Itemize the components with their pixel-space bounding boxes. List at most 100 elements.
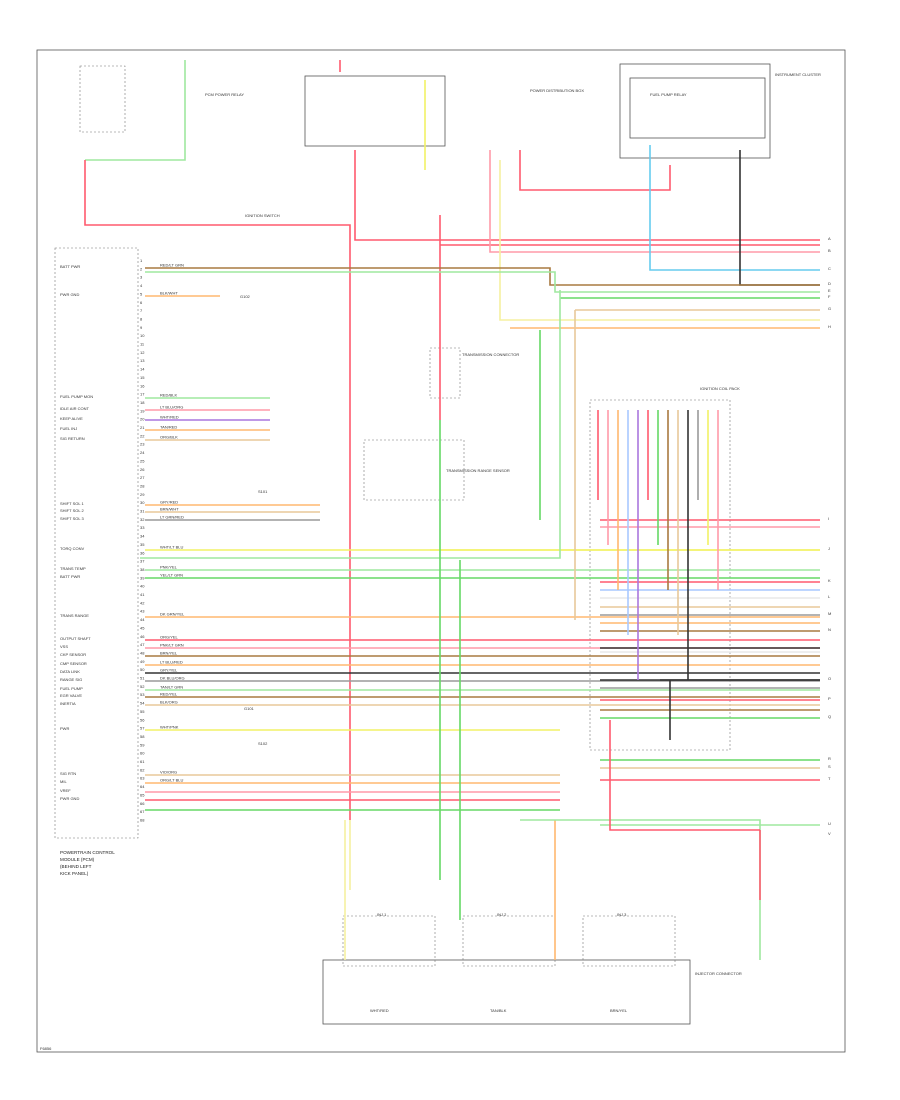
top-left-component: [79, 65, 126, 133]
pcm-pin-number: 7: [140, 308, 143, 313]
right-ref-letter: D: [828, 281, 831, 286]
power-distribution-box: [304, 75, 446, 147]
pcm-pin-label: CKP SENSOR: [60, 652, 86, 657]
pcm-pin-number: 38: [140, 567, 145, 572]
pcm-pin-number: 54: [140, 701, 145, 706]
pcm-wire-label: WHT/RED: [160, 415, 179, 420]
right-ref-letter: E: [828, 288, 831, 293]
pcm-pin-number: 55: [140, 709, 145, 714]
pcm-pin-label: DATA LINK: [60, 669, 80, 674]
right-ref-letter: F: [828, 294, 831, 299]
pcm-pin-number: 30: [140, 500, 145, 505]
pcm-wire-label: WHT/PNK: [160, 725, 179, 730]
pcm-pin-label: PWR GND: [60, 796, 79, 801]
wire-green-batt: [145, 271, 820, 293]
right-ref-letter: G: [828, 306, 831, 311]
pcm-pin-label: SHIFT SOL 1: [60, 501, 85, 506]
pcm-pin-label: SHIFT SOL 2: [60, 508, 85, 513]
pcm-wire-label: BRN/WHT: [160, 507, 179, 512]
right-ref-letter: M: [828, 611, 831, 616]
pcm-pin-number: 3: [140, 275, 143, 280]
pcm-pin-number: 68: [140, 817, 145, 822]
pcm-wire-label: TAN/LT GRN: [160, 685, 183, 690]
right-ref-letter: H: [828, 324, 831, 329]
right-ref-letter: B: [828, 248, 831, 253]
pcm-pin-number: 14: [140, 367, 145, 372]
injector-connector-label: INJECTOR CONNECTOR: [695, 971, 742, 976]
pcm-wire-label: PNK/LT GRN: [160, 643, 184, 648]
pcm-pin-number: 51: [140, 676, 145, 681]
pcm-pin-number: 12: [140, 350, 145, 355]
pcm-wire-label: BRN/YEL: [160, 651, 178, 656]
pcm-pin-number: 44: [140, 617, 145, 622]
injector-3-box: [582, 915, 676, 967]
pcm-pin-label: TORQ CONV: [60, 546, 84, 551]
pcm-wire-label: RED/BLK: [160, 393, 177, 398]
pcm-pin-number: 32: [140, 517, 145, 522]
pcm-pin-label: SHIFT SOL 3: [60, 516, 85, 521]
injector-1-wire: WHT/RED: [370, 1008, 389, 1013]
right-ref-letter: K: [828, 578, 831, 583]
pcm-pin-label: RANGE SIG: [60, 677, 82, 682]
pcm-pin-label: TRANS TEMP: [60, 566, 86, 571]
pcm-wire-label: LT BLU/RED: [160, 660, 183, 665]
pcm-pin-number: 5: [140, 291, 143, 296]
wire-pink-bus: [489, 150, 820, 253]
wire-left-red-drop: [84, 160, 351, 820]
pcm-wire-label: ORG/YEL: [160, 635, 179, 640]
pcm-pin-label: KEEP ALIVE: [60, 416, 83, 421]
trans-connector-label: TRANSMISSION CONNECTOR: [462, 352, 519, 357]
pcm-pin-number: 60: [140, 751, 145, 756]
trans-sensor-box: [363, 439, 465, 501]
injector-1-label: INJ 1: [377, 912, 387, 917]
pcm-pin-number: 13: [140, 358, 145, 363]
wire-green-vert: [140, 290, 561, 559]
pcm-pin-label: MIL: [60, 779, 67, 784]
right-ref-letter: U: [828, 821, 831, 826]
pcm-wire-label: GRY/RED: [160, 500, 178, 505]
pcm-pin-number: 10: [140, 333, 145, 338]
right-ref-letter: O: [828, 676, 831, 681]
pcm-pin-number: 63: [140, 776, 145, 781]
relay-label: FUEL PUMP RELAY: [650, 92, 687, 97]
pcm-pin-number: 35: [140, 542, 145, 547]
injector-2-box: [462, 915, 556, 967]
pcm-caption-1: POWERTRAIN CONTROL: [60, 850, 115, 855]
pcm-pin-number: 2: [140, 266, 143, 271]
wire-group: [84, 60, 820, 960]
pcm-pin-number: 31: [140, 509, 145, 514]
trans-sensor-label: TRANSMISSION RANGE SENSOR: [446, 468, 510, 473]
pcm-pin-number: 11: [140, 342, 145, 347]
wire-cyan: [649, 145, 820, 271]
pcm-wire-label: YEL/LT GRN: [160, 573, 183, 578]
splice-2: S102: [258, 741, 268, 746]
pcm-caption-4: KICK PANEL): [60, 871, 89, 876]
wire-red-bus: [354, 150, 820, 241]
pcm-pin-number: 66: [140, 801, 145, 806]
pcm-pin-number: 1: [140, 258, 143, 263]
instrument-cluster-box: [619, 63, 771, 159]
pcm-pin-number: 33: [140, 525, 145, 530]
pcm-pin-number: 43: [140, 609, 145, 614]
wire-red-inj: [609, 720, 760, 831]
pcm-relay-label: PCM POWER RELAY: [205, 92, 244, 97]
splice-1: S101: [258, 489, 268, 494]
wire-brown-batt: [145, 267, 820, 286]
right-ref-letter: L: [828, 594, 831, 599]
pcm-pin-number: 26: [140, 467, 145, 472]
pcm-pin-number: 37: [140, 559, 145, 564]
wire-top-green: [85, 60, 186, 161]
right-ref-letter: C: [828, 266, 831, 271]
right-connector-block: [589, 399, 731, 751]
pcm-caption-3: (BEHIND LEFT: [60, 864, 92, 869]
instrument-label: INSTRUMENT CLUSTER: [775, 72, 821, 77]
injector-3-label: INJ 3: [617, 912, 627, 917]
pcm-pin-number: 59: [140, 742, 145, 747]
pcm-pin-number: 58: [140, 734, 145, 739]
right-ref-letter: P: [828, 696, 831, 701]
injector-connector: [322, 959, 691, 1025]
injector-2-wire: TAN/BLK: [490, 1008, 507, 1013]
pcm-pin-number: 20: [140, 417, 145, 422]
pcm-wire-label: DK BLU/ORG: [160, 676, 185, 681]
